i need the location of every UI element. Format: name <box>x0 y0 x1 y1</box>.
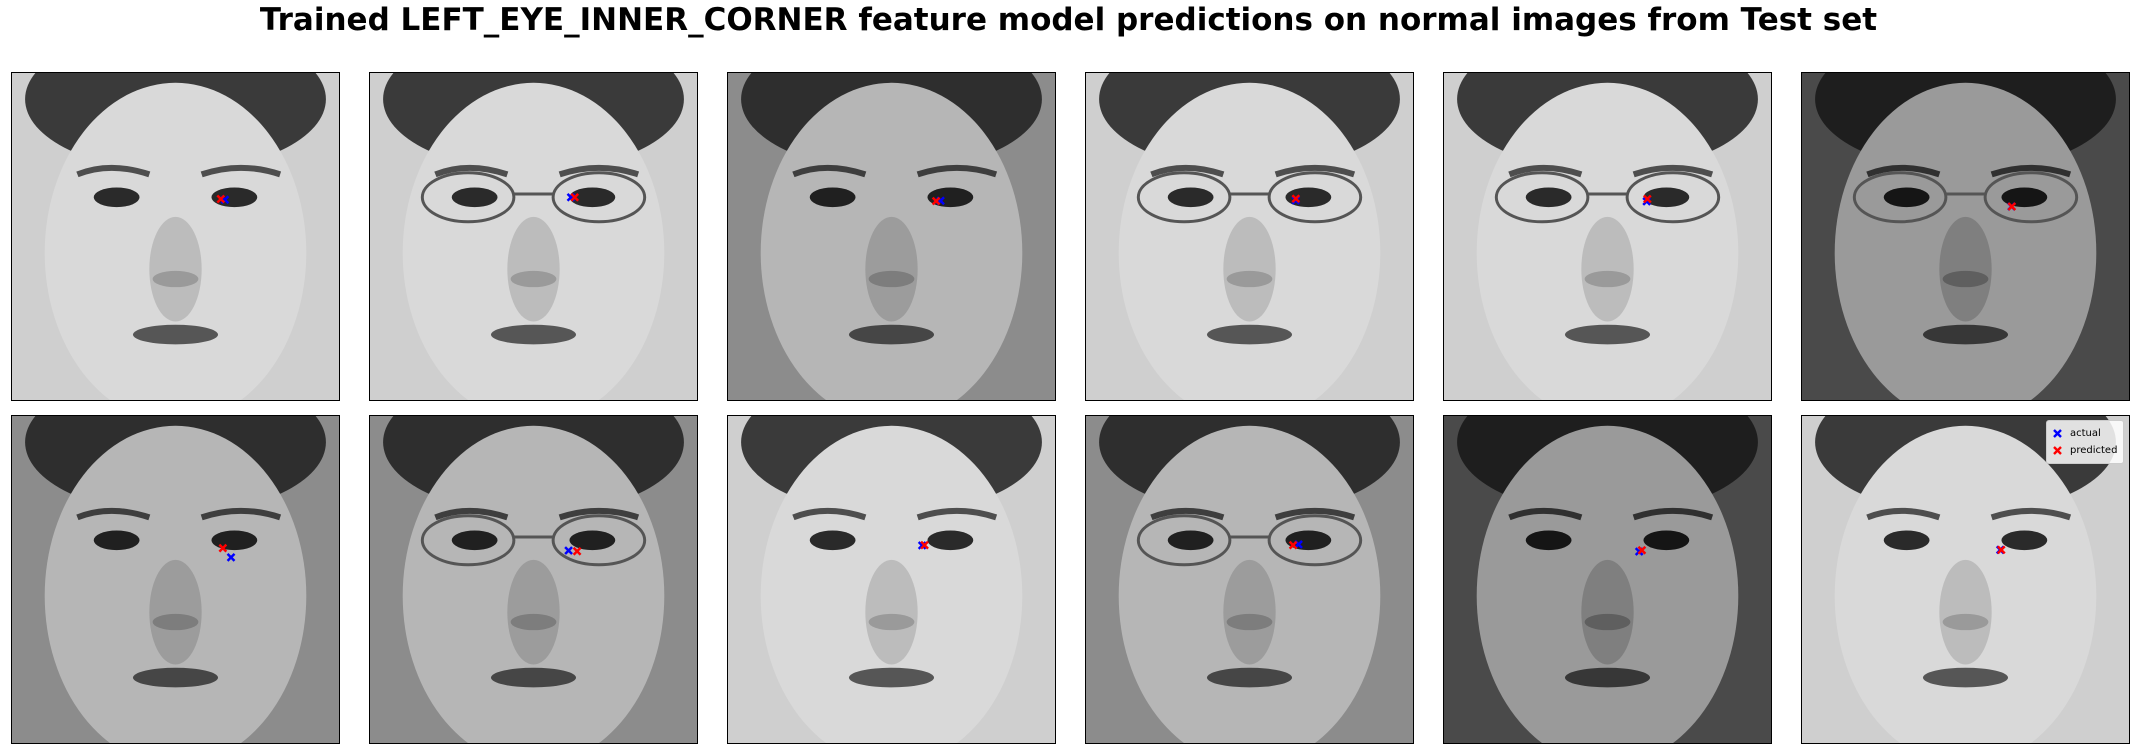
predicted-point-5 <box>1642 194 1652 204</box>
predicted-point-3 <box>931 196 941 206</box>
face-panel-9 <box>727 415 1056 744</box>
panel-plot <box>1444 73 1771 400</box>
predicted-point-11 <box>1637 545 1647 555</box>
face-image-1 <box>12 73 339 400</box>
face-image-11 <box>1444 416 1771 743</box>
predicted-point-9 <box>920 540 929 550</box>
legend-label-actual: actual <box>2070 428 2101 439</box>
predicted-point-10 <box>1288 540 1298 550</box>
legend: actual predicted <box>2046 420 2125 464</box>
panel-plot <box>1802 73 2129 400</box>
predicted-point-1 <box>216 194 226 204</box>
legend-item-predicted: predicted <box>2053 442 2117 459</box>
panel-plot <box>728 73 1055 400</box>
face-image-2 <box>370 73 697 400</box>
predicted-point-8 <box>572 546 582 556</box>
face-image-12 <box>1802 416 2129 743</box>
predicted-point-6 <box>2007 202 2017 211</box>
panel-plot <box>12 73 339 400</box>
face-image-3 <box>728 73 1055 400</box>
actual-point-9 <box>917 541 927 550</box>
face-panel-1 <box>11 72 340 401</box>
panel-plot <box>370 73 697 400</box>
face-image-7 <box>12 416 339 743</box>
panel-plot <box>1802 416 2129 743</box>
face-image-6 <box>1802 73 2129 400</box>
predicted-marker-icon <box>2053 446 2062 455</box>
legend-item-actual: actual <box>2053 425 2117 442</box>
face-panel-5 <box>1443 72 1772 401</box>
panel-plot <box>1444 416 1771 743</box>
panel-plot <box>1086 73 1413 400</box>
face-image-9 <box>728 416 1055 743</box>
predicted-point-12 <box>1996 545 2006 555</box>
face-panel-3 <box>727 72 1056 401</box>
actual-marker-icon <box>2053 429 2062 438</box>
chart-title: Trained LEFT_EYE_INNER_CORNER feature mo… <box>259 2 1878 38</box>
panel-plot <box>728 416 1055 743</box>
panel-plot <box>12 416 339 743</box>
panel-plot <box>1086 416 1413 743</box>
predicted-point-7 <box>218 543 228 553</box>
face-image-10 <box>1086 416 1413 743</box>
face-panel-2 <box>369 72 698 401</box>
face-panel-6 <box>1801 72 2130 401</box>
actual-point-7 <box>226 553 236 562</box>
face-panel-7 <box>11 415 340 744</box>
predicted-point-2 <box>570 192 580 202</box>
face-panel-12 <box>1801 415 2130 744</box>
legend-label-predicted: predicted <box>2070 445 2118 456</box>
panel-plot <box>370 416 697 743</box>
face-panel-10 <box>1085 415 1414 744</box>
actual-point-8 <box>564 546 573 555</box>
face-panel-11 <box>1443 415 1772 744</box>
face-image-5 <box>1444 73 1771 400</box>
face-panel-4 <box>1085 72 1414 401</box>
face-image-4 <box>1086 73 1413 400</box>
face-panel-8 <box>369 415 698 744</box>
face-image-8 <box>370 416 697 743</box>
predicted-point-4 <box>1291 194 1301 204</box>
